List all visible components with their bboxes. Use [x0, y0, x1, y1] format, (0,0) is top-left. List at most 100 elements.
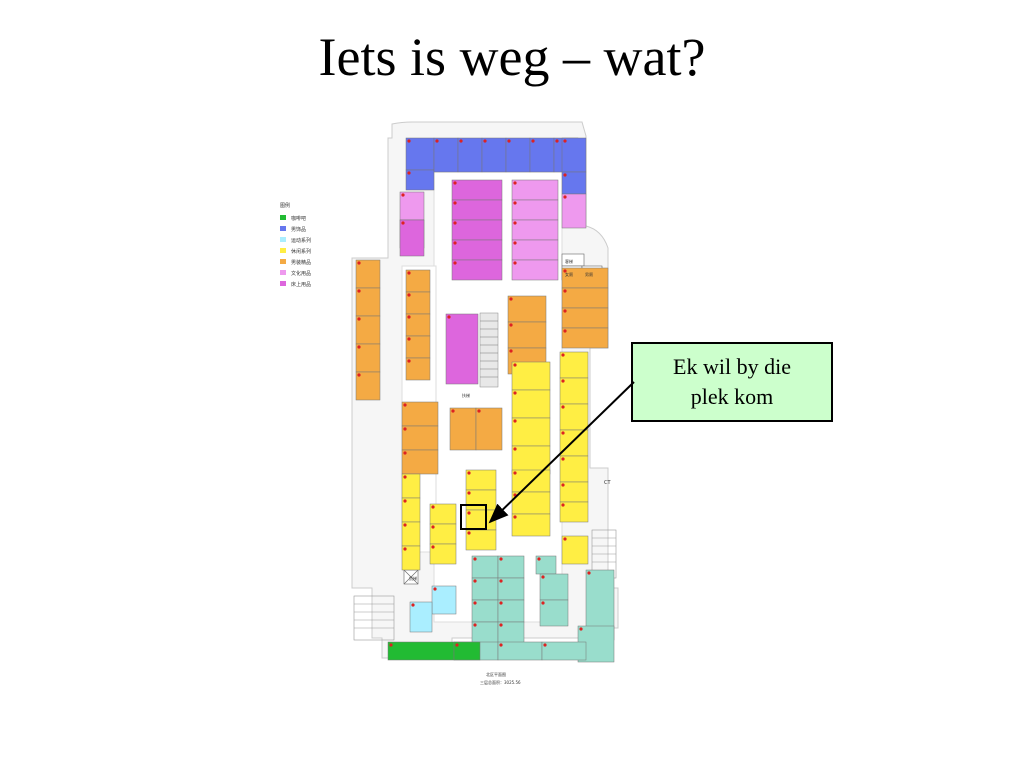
legend-item-label: 运动系列 [291, 237, 311, 244]
shop-unit-orange [405, 269, 431, 293]
shop-unit-yellow [559, 351, 589, 379]
shop-unit-blue [529, 137, 555, 173]
shop-unit-teal [471, 555, 499, 579]
callout-line-2: plek kom [690, 384, 774, 409]
shop-unit-orange [405, 291, 431, 315]
shop-unit-teal [497, 555, 525, 579]
shop-unit-yellow [401, 473, 421, 499]
shop-unit-teal [471, 621, 499, 645]
legend-title: 图例 [280, 202, 290, 209]
shop-unit-orange [405, 357, 431, 381]
legend-swatch [280, 226, 286, 231]
shop-unit-pink [511, 219, 559, 241]
shop-unit-orange [405, 335, 431, 359]
shop-unit-orange [401, 401, 439, 427]
legend-item-label: 咖啡吧 [291, 215, 306, 222]
shop-unit-teal [497, 641, 543, 661]
shop-unit-orange [401, 449, 439, 475]
ct-label: CT [604, 480, 611, 486]
shop-unit-pink [511, 199, 559, 221]
shop-unit-blue [505, 137, 531, 173]
shop-unit-teal [541, 641, 587, 661]
shop-unit-yellow [401, 545, 421, 571]
shop-unit-orange [449, 407, 477, 451]
legend-item-label: 文化用品 [291, 270, 311, 277]
shop-unit-teal [471, 599, 499, 623]
shop-unit-yellow [465, 469, 497, 491]
legend-swatch [280, 281, 286, 286]
shop-unit-orange [561, 327, 609, 349]
legend-item-label: 男装精品 [291, 259, 311, 266]
shop-unit-lightblue [431, 585, 457, 615]
shop-unit-lightblue [409, 601, 433, 633]
shop-unit-yellow [429, 543, 457, 565]
shop-unit-green [453, 641, 481, 661]
toilet-male-label: 男厕 [585, 271, 593, 277]
shop-unit-orange [475, 407, 503, 451]
shop-unit-orange [405, 313, 431, 337]
legend-item-label: 休闲系列 [291, 248, 311, 255]
shop-unit-yellow [429, 503, 457, 525]
shop-unit-teal [539, 599, 569, 627]
legend-item-label: 男饰品 [291, 226, 306, 233]
shop-unit-orange [401, 425, 439, 451]
shop-unit-teal [535, 555, 557, 575]
footer-area: 三层总面积：3025.56 [480, 679, 521, 685]
shop-unit-orange [561, 287, 609, 309]
callout-line-1: Ek wil by die [673, 354, 791, 379]
shop-unit-orange [355, 371, 381, 401]
legend-swatch [280, 259, 286, 264]
shop-unit-green [387, 641, 455, 661]
shop-unit-yellow [511, 469, 551, 493]
shop-unit-pink [511, 179, 559, 201]
shop-unit-orange [507, 321, 547, 349]
shop-unit-teal [497, 621, 525, 645]
shop-unit-yellow [559, 455, 589, 483]
shop-unit-teal [497, 599, 525, 623]
shop-unit-teal [539, 573, 569, 601]
legend-item-label: 床上用品 [291, 281, 311, 288]
shop-unit-yellow [401, 521, 421, 547]
shop-unit-yellow [511, 491, 551, 515]
legend-swatch [280, 270, 286, 275]
legend-swatch [280, 237, 286, 242]
shop-unit-blue [457, 137, 483, 173]
shop-unit-blue [433, 137, 459, 173]
shop-unit-yellow [559, 481, 589, 503]
shop-unit-yellow [511, 361, 551, 391]
shop-unit-pink [561, 193, 587, 229]
shop-unit-yellow [559, 403, 589, 431]
shop-unit-orange [355, 343, 381, 373]
shop-unit-blue [481, 137, 507, 173]
shop-unit-teal [497, 577, 525, 601]
elevator-label: 货梯 [409, 575, 417, 581]
shop-unit-pink [511, 259, 559, 281]
shop-unit-teal [471, 577, 499, 601]
callout-box: Ek wil by die plek kom [631, 342, 833, 422]
shop-unit-blue [405, 169, 435, 191]
shop-unit-pink [511, 239, 559, 261]
legend-swatch [280, 215, 286, 220]
footer-title: 北区平面图 [486, 671, 506, 677]
elevator-label-2: 客梯 [565, 258, 573, 264]
shop-unit-magenta [451, 239, 503, 261]
shop-unit-yellow [559, 501, 589, 523]
slide-title: Iets is weg – wat? [318, 27, 706, 87]
shop-unit-magenta [451, 219, 503, 241]
shop-unit-yellow [465, 509, 497, 531]
shop-unit-orange [355, 259, 381, 289]
shop-unit-orange [355, 315, 381, 345]
shop-unit-magenta [451, 199, 503, 221]
escalator-label: 扶梯 [462, 392, 470, 398]
shop-unit-yellow [511, 513, 551, 537]
shop-unit-yellow [559, 429, 589, 457]
shop-unit-yellow [511, 417, 551, 447]
shop-unit-blue [405, 137, 435, 171]
shop-unit-blue [561, 137, 587, 173]
toilet-female-label: 女厕 [565, 271, 573, 277]
shop-unit-yellow [465, 529, 497, 551]
legend-swatch [280, 248, 286, 253]
shop-unit-yellow [401, 497, 421, 523]
shop-unit-magenta [399, 219, 425, 257]
